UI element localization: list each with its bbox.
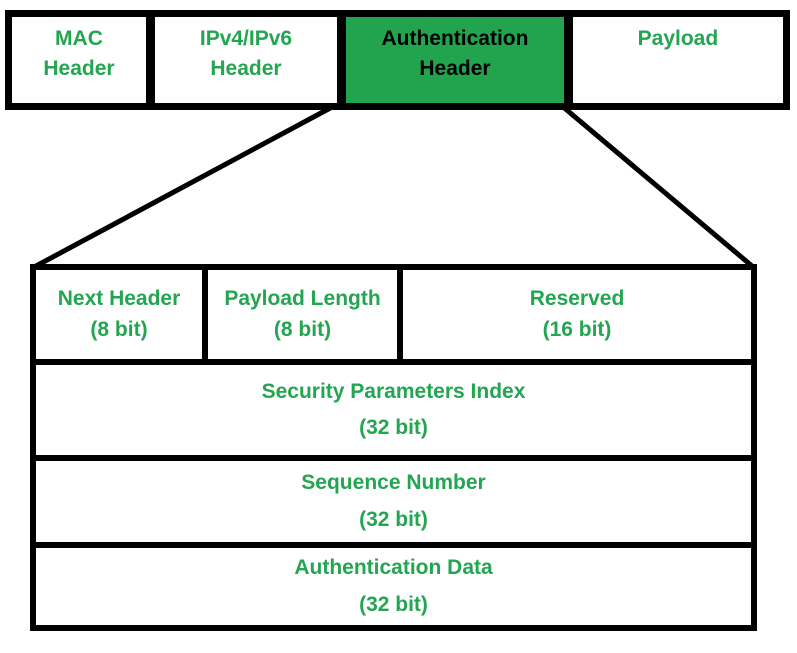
expansion-line-left xyxy=(34,103,336,269)
segment-authentication-header: Authentication Header xyxy=(346,17,564,103)
packet-bar: MAC Header IPv4/IPv6 Header Authenticati… xyxy=(5,10,790,110)
row-sequence-number: Sequence Number (32 bit) xyxy=(36,461,751,542)
segment-label: MAC Header xyxy=(43,27,115,80)
field-bits: (8 bit) xyxy=(90,317,148,341)
expansion-line-right xyxy=(560,104,754,268)
segment-label: IPv4/IPv6 Header xyxy=(199,27,293,80)
field-name: Payload Length xyxy=(224,287,381,311)
segment-ip-header: IPv4/IPv6 Header xyxy=(154,17,338,103)
field-bits: (16 bit) xyxy=(542,317,612,341)
cell-payload-length: Payload Length (8 bit) xyxy=(208,270,397,359)
row-authentication-data: Authentication Data (32 bit) xyxy=(36,548,751,625)
field-name: Next Header xyxy=(57,287,181,311)
field-name: Reserved xyxy=(529,287,625,311)
field-name: Security Parameters Index xyxy=(261,379,526,403)
segment-mac-header: MAC Header xyxy=(12,17,146,103)
segment-payload: Payload xyxy=(572,17,783,103)
field-name: Sequence Number xyxy=(301,471,486,495)
field-bits: (8 bit) xyxy=(273,317,332,341)
field-bits: (32 bit) xyxy=(359,592,428,616)
ah-header-table: Next Header (8 bit) Payload Length (8 bi… xyxy=(30,264,757,631)
row-security-parameters-index: Security Parameters Index (32 bit) xyxy=(36,365,751,455)
cell-reserved: Reserved (16 bit) xyxy=(403,270,751,359)
cell-next-header: Next Header (8 bit) xyxy=(36,270,202,359)
field-bits: (32 bit) xyxy=(359,507,428,531)
table-row-top-fields: Next Header (8 bit) Payload Length (8 bi… xyxy=(36,270,751,359)
segment-label: Authentication Header xyxy=(381,27,529,80)
field-name: Authentication Data xyxy=(294,556,493,580)
segment-label: Payload xyxy=(637,27,719,50)
field-bits: (32 bit) xyxy=(359,416,428,439)
